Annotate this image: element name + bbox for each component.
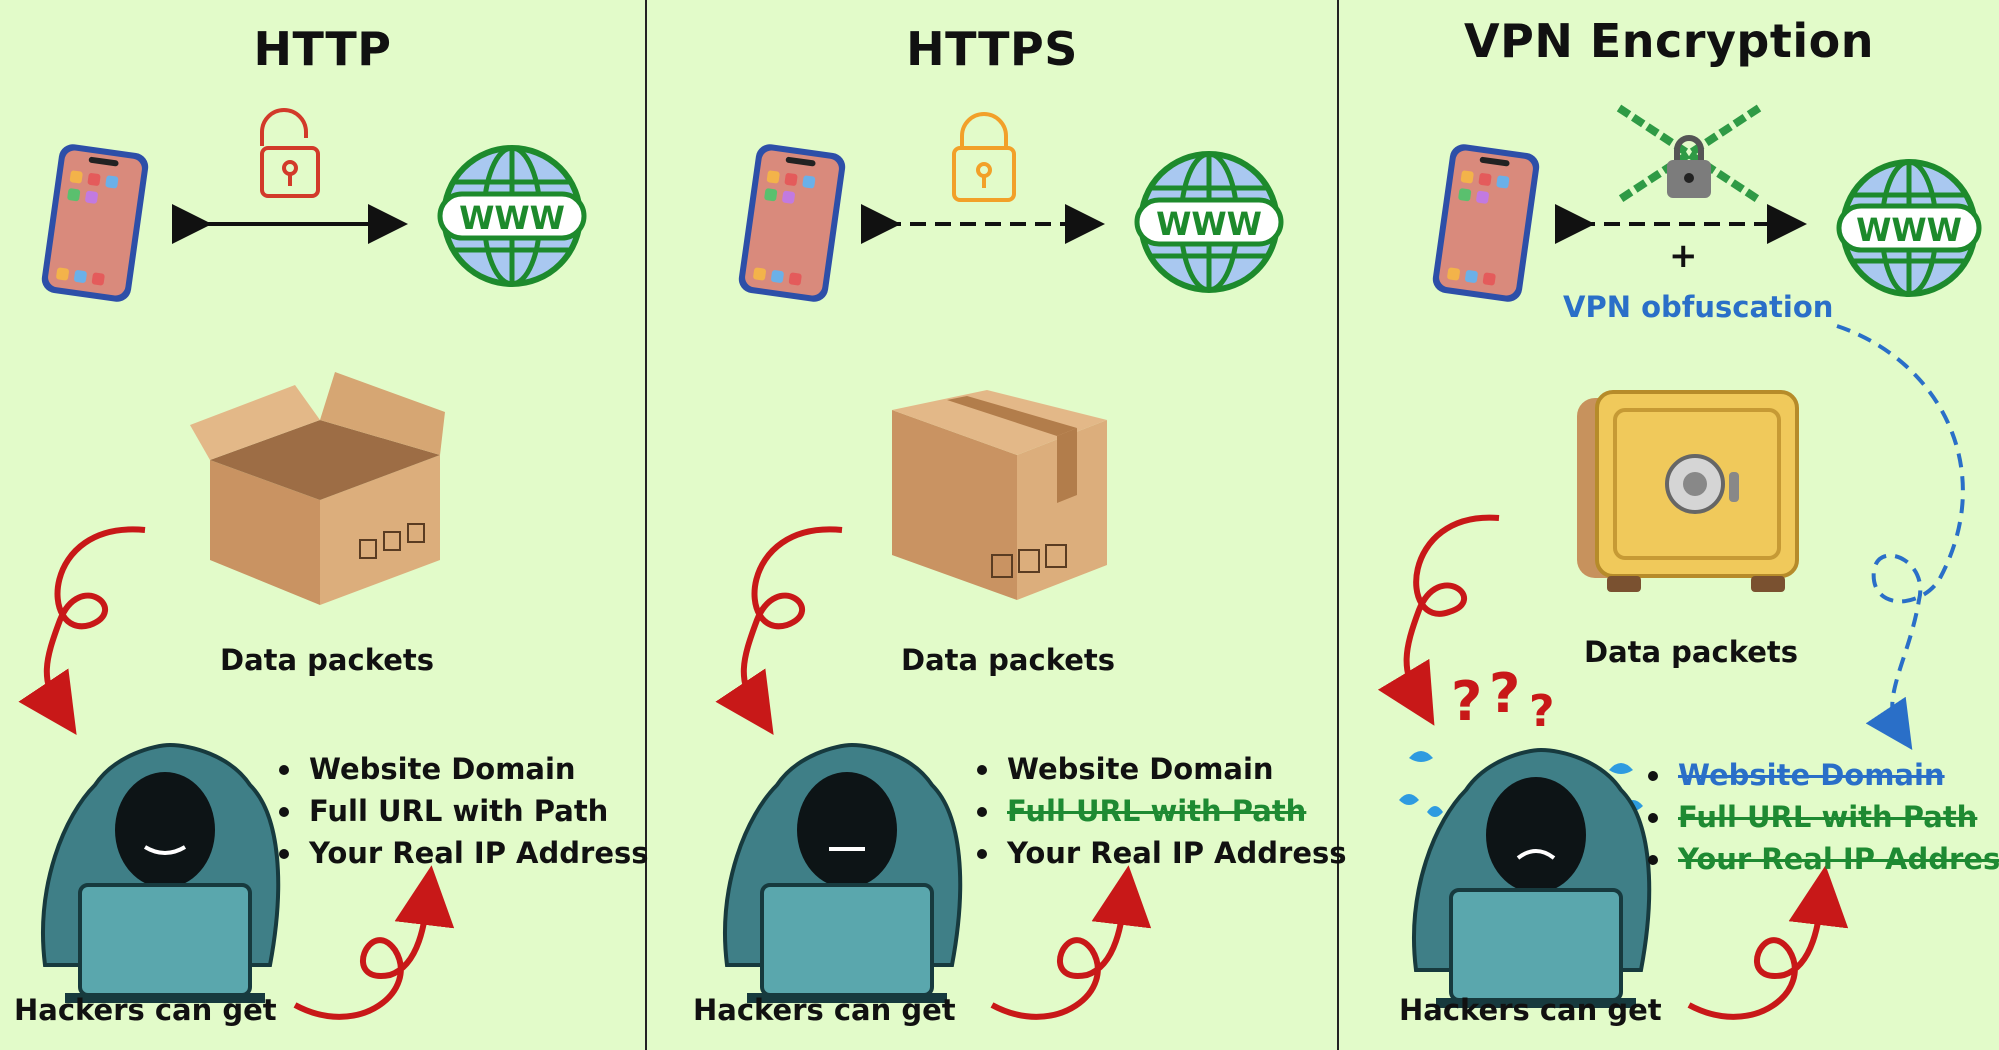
list-item: Website Domain bbox=[275, 748, 649, 790]
packet-caption: Data packets bbox=[220, 643, 434, 677]
red-curly-arrow bbox=[990, 865, 1152, 1020]
svg-text:?: ? bbox=[1489, 662, 1520, 725]
packet-caption: Data packets bbox=[901, 643, 1115, 677]
svg-text:?: ? bbox=[1529, 686, 1555, 737]
panel-art: WWW ? ? ? bbox=[1377, 104, 1982, 1020]
svg-text:WWW: WWW bbox=[1856, 211, 1962, 249]
confused-question-marks-icon: ? ? ? bbox=[1451, 662, 1555, 737]
hacker-caption: Hackers can get bbox=[1399, 993, 1662, 1027]
panel-https: HTTPS bbox=[647, 0, 1347, 1050]
hacker-icon bbox=[41, 742, 281, 1003]
www-globe-icon: WWW bbox=[1836, 159, 1982, 297]
list-item: Your Real IP Address bbox=[973, 832, 1347, 874]
list-item-hidden: Full URL with Path bbox=[973, 790, 1347, 832]
list-item-hidden: Website Domain bbox=[1644, 754, 1999, 796]
panel-vpn: VPN Encryption bbox=[1339, 0, 1999, 1050]
hacker-icon bbox=[1412, 747, 1652, 1008]
red-curly-arrow bbox=[293, 865, 455, 1020]
locked-padlock-icon bbox=[952, 112, 1016, 202]
unlocked-padlock-icon bbox=[260, 108, 320, 198]
sealed-box-icon bbox=[892, 390, 1107, 600]
www-globe-icon: WWW bbox=[437, 145, 587, 287]
red-curly-arrow bbox=[1687, 865, 1849, 1020]
panel-art: WWW bbox=[18, 108, 587, 1020]
list-item: Your Real IP Address bbox=[275, 832, 649, 874]
smartphone-icon bbox=[738, 144, 846, 302]
smartphone-icon bbox=[1432, 144, 1540, 302]
exposed-data-list: Website Domain Full URL with Path Your R… bbox=[275, 748, 649, 874]
obfuscation-arrow bbox=[1836, 324, 1965, 750]
svg-text:WWW: WWW bbox=[1156, 205, 1262, 243]
panel-art: WWW bbox=[715, 112, 1284, 1020]
list-item-hidden: Full URL with Path bbox=[1644, 796, 1999, 838]
list-item-hidden: Your Real IP Address bbox=[1644, 838, 1999, 880]
hacker-caption: Hackers can get bbox=[14, 993, 277, 1027]
panel-divider bbox=[645, 0, 647, 1050]
panel-title: HTTPS bbox=[906, 22, 1078, 76]
open-box-icon bbox=[190, 372, 445, 605]
list-item: Website Domain bbox=[973, 748, 1347, 790]
smartphone-icon bbox=[41, 144, 149, 302]
exposed-data-list: Website Domain Full URL with Path Your R… bbox=[973, 748, 1347, 874]
panel-http: HTTP bbox=[0, 0, 649, 1050]
panel-title: HTTP bbox=[253, 22, 392, 76]
www-globe-icon: WWW bbox=[1134, 151, 1284, 293]
svg-text:?: ? bbox=[1451, 670, 1482, 733]
hacker-icon bbox=[723, 742, 963, 1003]
red-curly-arrow bbox=[18, 526, 146, 735]
panel-divider bbox=[1337, 0, 1339, 1050]
panel-title: VPN Encryption bbox=[1464, 14, 1874, 68]
vpn-obfuscation-label: VPN obfuscation bbox=[1563, 290, 1834, 324]
list-item: Full URL with Path bbox=[275, 790, 649, 832]
exposed-data-list: Website Domain Full URL with Path Your R… bbox=[1644, 754, 1999, 880]
safe-icon bbox=[1577, 390, 1799, 592]
red-curly-arrow bbox=[1377, 514, 1500, 726]
packet-caption: Data packets bbox=[1584, 635, 1798, 669]
svg-text:WWW: WWW bbox=[459, 199, 565, 237]
red-curly-arrow bbox=[715, 526, 843, 735]
hacker-caption: Hackers can get bbox=[693, 993, 956, 1027]
chained-padlock-icon bbox=[1616, 104, 1762, 204]
plus-sign: + bbox=[1669, 236, 1698, 276]
